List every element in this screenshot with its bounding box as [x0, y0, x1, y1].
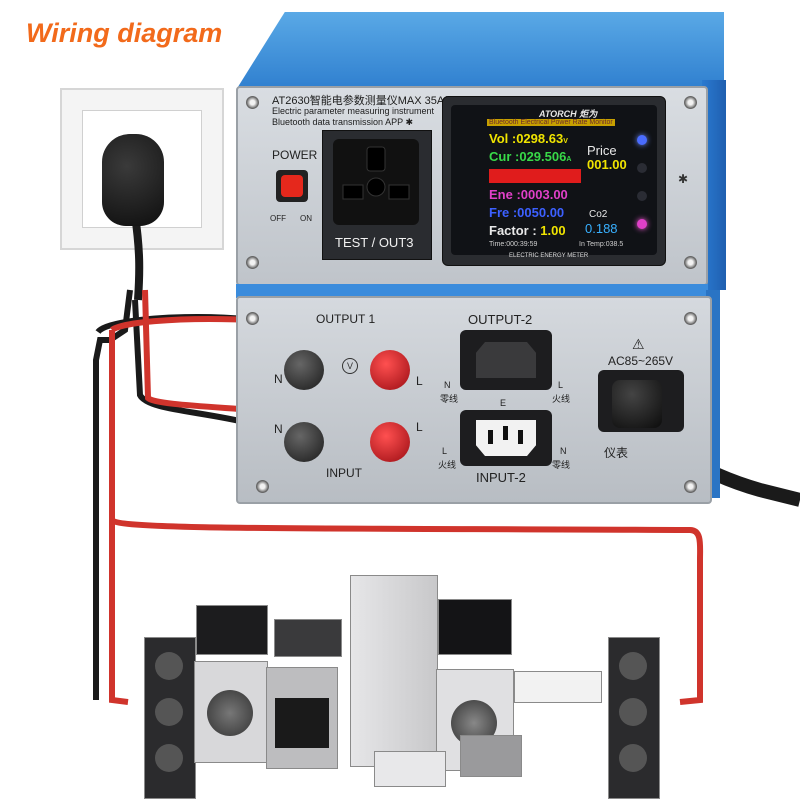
washing-machine-icon [194, 661, 268, 763]
output2-label: OUTPUT-2 [468, 312, 533, 327]
output1-n-terminal[interactable] [284, 350, 324, 390]
plug [102, 134, 164, 226]
n-label: N [274, 422, 283, 436]
co2-value: 0.188 [585, 221, 618, 236]
input-label: INPUT [326, 466, 362, 480]
microwave-icon [274, 619, 342, 657]
l-label: L [442, 446, 448, 456]
printer-icon [374, 751, 446, 787]
l-label: L [416, 374, 423, 388]
screw [684, 96, 697, 109]
meter-footer: ELECTRIC ENERGY METER [509, 253, 589, 259]
factor-readout: Factor : 1.00 [489, 223, 566, 238]
l-label: L [416, 420, 423, 434]
output1-label: OUTPUT 1 [316, 312, 376, 326]
voltmeter-icon: V [342, 358, 358, 374]
screw [246, 96, 259, 109]
meter-button-3[interactable] [637, 191, 647, 201]
universal-socket[interactable] [333, 139, 419, 225]
ac-plug [612, 380, 662, 428]
price-label: Price [587, 143, 617, 158]
meter-brand: ATORCH 炬为 [539, 109, 598, 119]
ene-readout: Ene :0003.00 [489, 187, 568, 202]
meter-panel: ATORCH 炬为 Bluetooth Electrical Power Rat… [442, 96, 666, 266]
vol-readout: Vol :0298.63V [489, 131, 568, 146]
l-label: L [558, 380, 564, 390]
meter-screen: ATORCH 炬为 Bluetooth Electrical Power Rat… [451, 105, 657, 255]
red-wire-loop [109, 330, 704, 705]
n-label: N [560, 446, 567, 456]
fre-readout: Fre :0050.00 [489, 205, 565, 220]
output2-socket[interactable] [460, 330, 552, 390]
screw [256, 480, 269, 493]
n-label: N [444, 380, 451, 390]
cur-readout: Cur :029.506A [489, 149, 572, 164]
top-unit-lid [236, 12, 724, 90]
appliances-group [138, 575, 678, 800]
output1-l-terminal[interactable] [370, 350, 410, 390]
meter-header: Bluetooth Electrical Power Rate Monitor [487, 119, 615, 126]
input-l-terminal[interactable] [370, 422, 410, 462]
ac-range-label: AC85~265V [608, 354, 674, 368]
red-wire-left [109, 520, 129, 705]
speaker-icon [144, 637, 196, 799]
diagram-title: Wiring diagram [26, 18, 223, 48]
neutral-cn-label: 零线 [552, 460, 571, 470]
on-label: ON [300, 214, 312, 223]
meter-button-4[interactable] [637, 219, 647, 229]
warning-icon: ⚠ [632, 336, 645, 352]
bluetooth-icon: ✱ [678, 172, 689, 186]
subtitle-1: Electric parameter measuring instrument [272, 106, 435, 116]
meter-button-2[interactable] [637, 163, 647, 173]
plug-cable [131, 214, 144, 301]
input-n-terminal[interactable] [284, 422, 324, 462]
co2-label: Co2 [589, 209, 608, 220]
live-cn-label: 火线 [552, 394, 571, 404]
neutral-cn-label: 零线 [440, 394, 459, 404]
laptop-icon [460, 735, 522, 777]
screw [684, 312, 697, 325]
screw [246, 256, 259, 269]
stove-icon [266, 667, 338, 769]
off-label: OFF [270, 214, 286, 223]
model-line: AT2630智能电参数测量仪MAX 35A/10500W [272, 95, 489, 107]
e-label: E [500, 398, 507, 408]
tv-icon [438, 599, 512, 655]
air-conditioner-icon [514, 671, 602, 703]
input2-inlet[interactable] [460, 410, 552, 466]
temp-readout: In Temp:038.5 [579, 241, 624, 248]
n-label: N [274, 372, 283, 386]
input2-label: INPUT-2 [476, 470, 526, 485]
bottom-unit-lid [236, 284, 708, 298]
price-value: 001.00 [587, 157, 627, 172]
instrument-cn-label: 仪表 [604, 446, 629, 460]
live-cn-label: 火线 [438, 460, 457, 470]
power-label: POWER [272, 148, 318, 162]
screw [246, 312, 259, 325]
power-row-bar [489, 169, 581, 183]
time-readout: Time:000:39:59 [489, 241, 538, 248]
screw [684, 480, 697, 493]
refrigerator-icon [350, 575, 438, 767]
bluetooth-icon: ✱ [405, 117, 413, 127]
test-out-label: TEST / OUT3 [335, 235, 414, 250]
speaker-icon [608, 637, 660, 799]
subtitle-2: Bluetooth data transmission APP ✱ [272, 117, 413, 127]
power-button[interactable] [276, 170, 308, 202]
screw [684, 256, 697, 269]
meter-button-1[interactable] [637, 135, 647, 145]
test-outlet-panel: TEST / OUT3 [322, 130, 432, 260]
monitor-icon [196, 605, 268, 655]
